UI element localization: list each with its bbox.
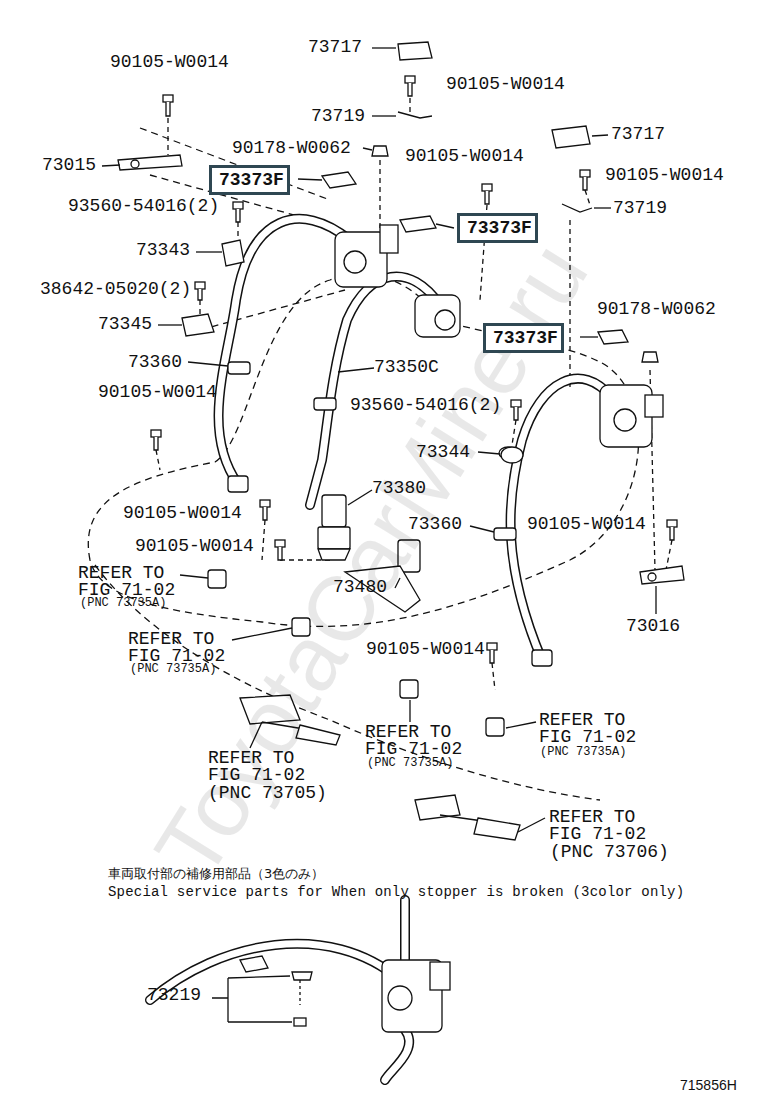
- reference-note: REFER TO FIG 71-02: [539, 712, 639, 746]
- callout-number: 73373F: [467, 218, 535, 238]
- part-number: 90105-W0014: [110, 53, 229, 71]
- part-number: 90178-W0062: [597, 300, 716, 318]
- service-note: Special service parts for When only stop…: [108, 885, 684, 900]
- part-number: 90105-W0014: [446, 75, 565, 93]
- callout-number: 73343: [136, 241, 190, 259]
- part-number: 90105-W0014: [405, 147, 524, 165]
- pnc-note: (PNC 73706): [550, 843, 669, 861]
- callout-number: 73219: [147, 986, 201, 1004]
- callout-number: 73016: [626, 617, 680, 635]
- callout-number: 73360: [128, 353, 182, 371]
- callout-number: 73717: [308, 38, 362, 56]
- reference-note: REFER TO FIG 71-02: [549, 809, 649, 843]
- boxed-callout: 73373F: [457, 213, 538, 243]
- figure-id: 715856H: [680, 1076, 737, 1094]
- callout-number: 73345: [98, 315, 152, 333]
- callout-number: 73373F: [493, 328, 561, 348]
- reference-note: REFER TO FIG 71-02: [365, 724, 465, 758]
- pnc-note: (PNC 73735A): [367, 757, 453, 770]
- part-number: 90105-W0014: [605, 166, 724, 184]
- pnc-note: (PNC 73735A): [130, 663, 216, 676]
- part-number: 90105-W0014: [527, 515, 646, 533]
- part-number: 38642-05020(2): [40, 280, 191, 298]
- callout-number: 73373F: [219, 170, 287, 190]
- part-number: 90105-W0014: [123, 504, 242, 522]
- pnc-note: (PNC 73735A): [80, 597, 166, 610]
- boxed-callout: 73373F: [209, 165, 290, 195]
- reference-note: REFER TO FIG 71-02: [128, 631, 228, 665]
- part-number: 93560-54016(2): [68, 197, 219, 215]
- reference-note: REFER TO FIG 71-02: [78, 565, 178, 599]
- part-number: 90105-W0014: [98, 383, 217, 401]
- callout-number: 73015: [42, 156, 96, 174]
- pnc-note: (PNC 73735A): [540, 746, 626, 759]
- boxed-callout: 73373F: [483, 323, 564, 353]
- part-number: 90178-W0062: [232, 139, 351, 157]
- part-number: 90105-W0014: [135, 537, 254, 555]
- callout-number: 73717: [611, 125, 665, 143]
- part-number: 90105-W0014: [366, 640, 485, 658]
- callout-number: 73719: [613, 199, 667, 217]
- callout-number: 73719: [311, 107, 365, 125]
